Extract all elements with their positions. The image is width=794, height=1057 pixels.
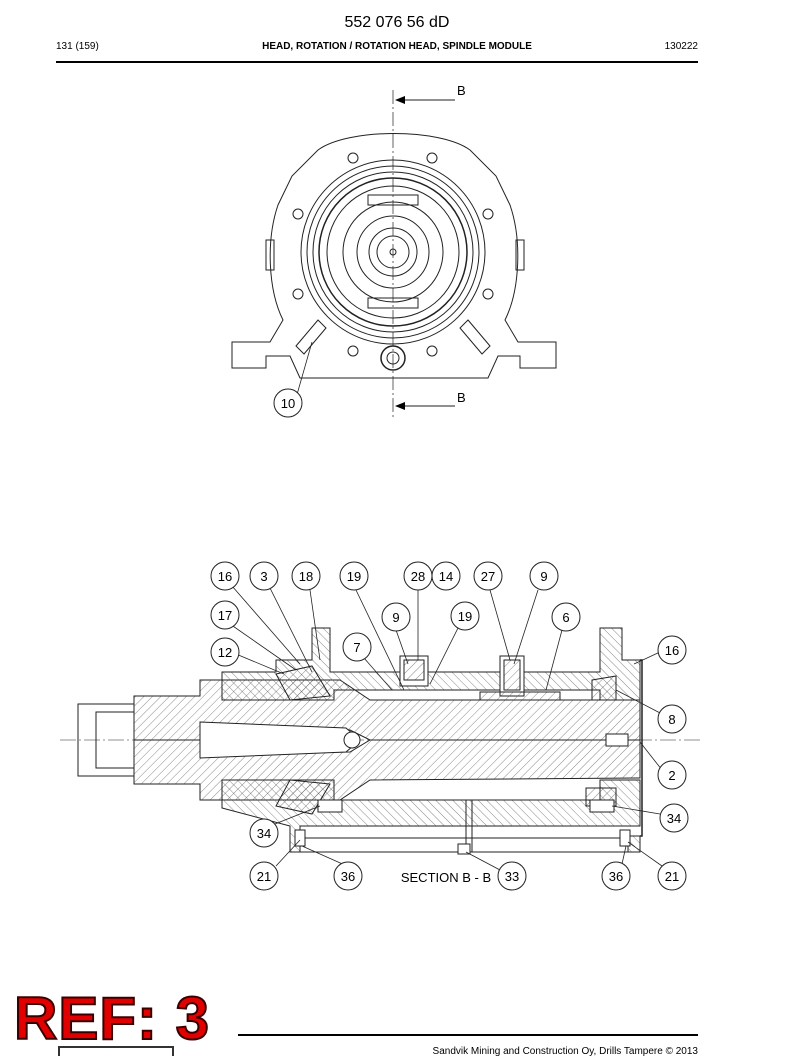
callout-label: 14: [439, 569, 453, 584]
callout-circle: [551, 602, 581, 632]
callout-circle: [657, 760, 687, 790]
callout-label: 34: [257, 826, 271, 841]
header-rule: [56, 61, 698, 63]
callout-9: 9: [381, 602, 411, 632]
callout-circle: [450, 601, 480, 631]
callout-10: 10: [273, 388, 303, 418]
footer-rule: [238, 1034, 698, 1036]
callout-label: 16: [218, 569, 232, 584]
callout-label: 8: [668, 712, 675, 727]
callout-label: 9: [540, 569, 547, 584]
callout-label: 12: [218, 645, 232, 660]
top-view: [231, 90, 557, 420]
callout-21: 33: [497, 861, 527, 891]
leader-lines: [229, 341, 663, 871]
callout-5: 14: [431, 561, 461, 591]
ref-label: REF: 3: [13, 984, 211, 1053]
section-callouts: 16 3 18 19 28 14 27 9 17 9 19 6 12 7 16 8 2 34 34 21 36 33 36 2…: [210, 561, 689, 891]
callout-label: 27: [481, 569, 495, 584]
callout-circle: [210, 561, 240, 591]
callout-circle: [339, 561, 369, 591]
callout-0: 16: [210, 561, 240, 591]
callout-label: 17: [218, 608, 232, 623]
callout-2: 18: [291, 561, 321, 591]
callout-circle: [473, 561, 503, 591]
callout-circle: [249, 561, 279, 591]
callout-label: 21: [665, 869, 679, 884]
page-number: 131 (159): [56, 41, 99, 52]
section-view: [60, 627, 700, 855]
callout-circle: [659, 803, 689, 833]
callout-circle: [657, 635, 687, 665]
callout-circle: [431, 561, 461, 591]
callout-label: 28: [411, 569, 425, 584]
callout-label: 33: [505, 869, 519, 884]
callout-17: 34: [249, 818, 279, 848]
callout-20: 36: [333, 861, 363, 891]
callout-8: 17: [210, 600, 240, 630]
callout-circle: [529, 561, 559, 591]
callout-13: 7: [342, 632, 372, 662]
callout-label: 6: [562, 610, 569, 625]
callout-label: 2: [668, 768, 675, 783]
date-code: 130222: [664, 41, 698, 52]
callout-23: 21: [657, 861, 687, 891]
callout-circle: [657, 861, 687, 891]
callout-label: 16: [665, 643, 679, 658]
document-number: 552 076 56 dD: [344, 14, 450, 31]
callout-circle: [381, 602, 411, 632]
callout-label: 36: [609, 869, 623, 884]
callout-19: 21: [249, 861, 279, 891]
callout-label: 21: [257, 869, 271, 884]
callout-18: 34: [659, 803, 689, 833]
callout-label: 18: [299, 569, 313, 584]
callout-label: 34: [667, 811, 681, 826]
callout-6: 27: [473, 561, 503, 591]
callout-10: 19: [450, 601, 480, 631]
section-caption: SECTION B - B: [401, 870, 491, 885]
callout-22: 36: [601, 861, 631, 891]
callout-circle: [249, 861, 279, 891]
callout-label: 19: [458, 609, 472, 624]
callout-label: 3: [260, 569, 267, 584]
callout-15: 8: [657, 704, 687, 734]
callout-11: 6: [551, 602, 581, 632]
callout-1: 3: [249, 561, 279, 591]
page-title: HEAD, ROTATION / ROTATION HEAD, SPINDLE …: [262, 41, 532, 52]
callout-16: 2: [657, 760, 687, 790]
callout-3: 19: [339, 561, 369, 591]
callout-circle: [601, 861, 631, 891]
callout-circle: [497, 861, 527, 891]
callout-label: 7: [353, 640, 360, 655]
callout-label: 10: [281, 396, 295, 411]
callout-circle: [657, 704, 687, 734]
callout-circle: [210, 600, 240, 630]
brand-logo: [58, 1046, 174, 1056]
callout-4: 28: [403, 561, 433, 591]
callout-label: 9: [392, 610, 399, 625]
section-marker-bottom: B: [457, 390, 466, 405]
callout-circle: [333, 861, 363, 891]
callout-circle: [210, 637, 240, 667]
callout-12: 12: [210, 637, 240, 667]
callout-14: 16: [657, 635, 687, 665]
callout-7: 9: [529, 561, 559, 591]
footer-copyright: Sandvik Mining and Construction Oy, Dril…: [432, 1046, 698, 1057]
callout-label: 19: [347, 569, 361, 584]
callout-label: 36: [341, 869, 355, 884]
callout-circle: [342, 632, 372, 662]
section-marker-top: B: [457, 83, 466, 98]
callout-circle: [291, 561, 321, 591]
callout-circle: [249, 818, 279, 848]
